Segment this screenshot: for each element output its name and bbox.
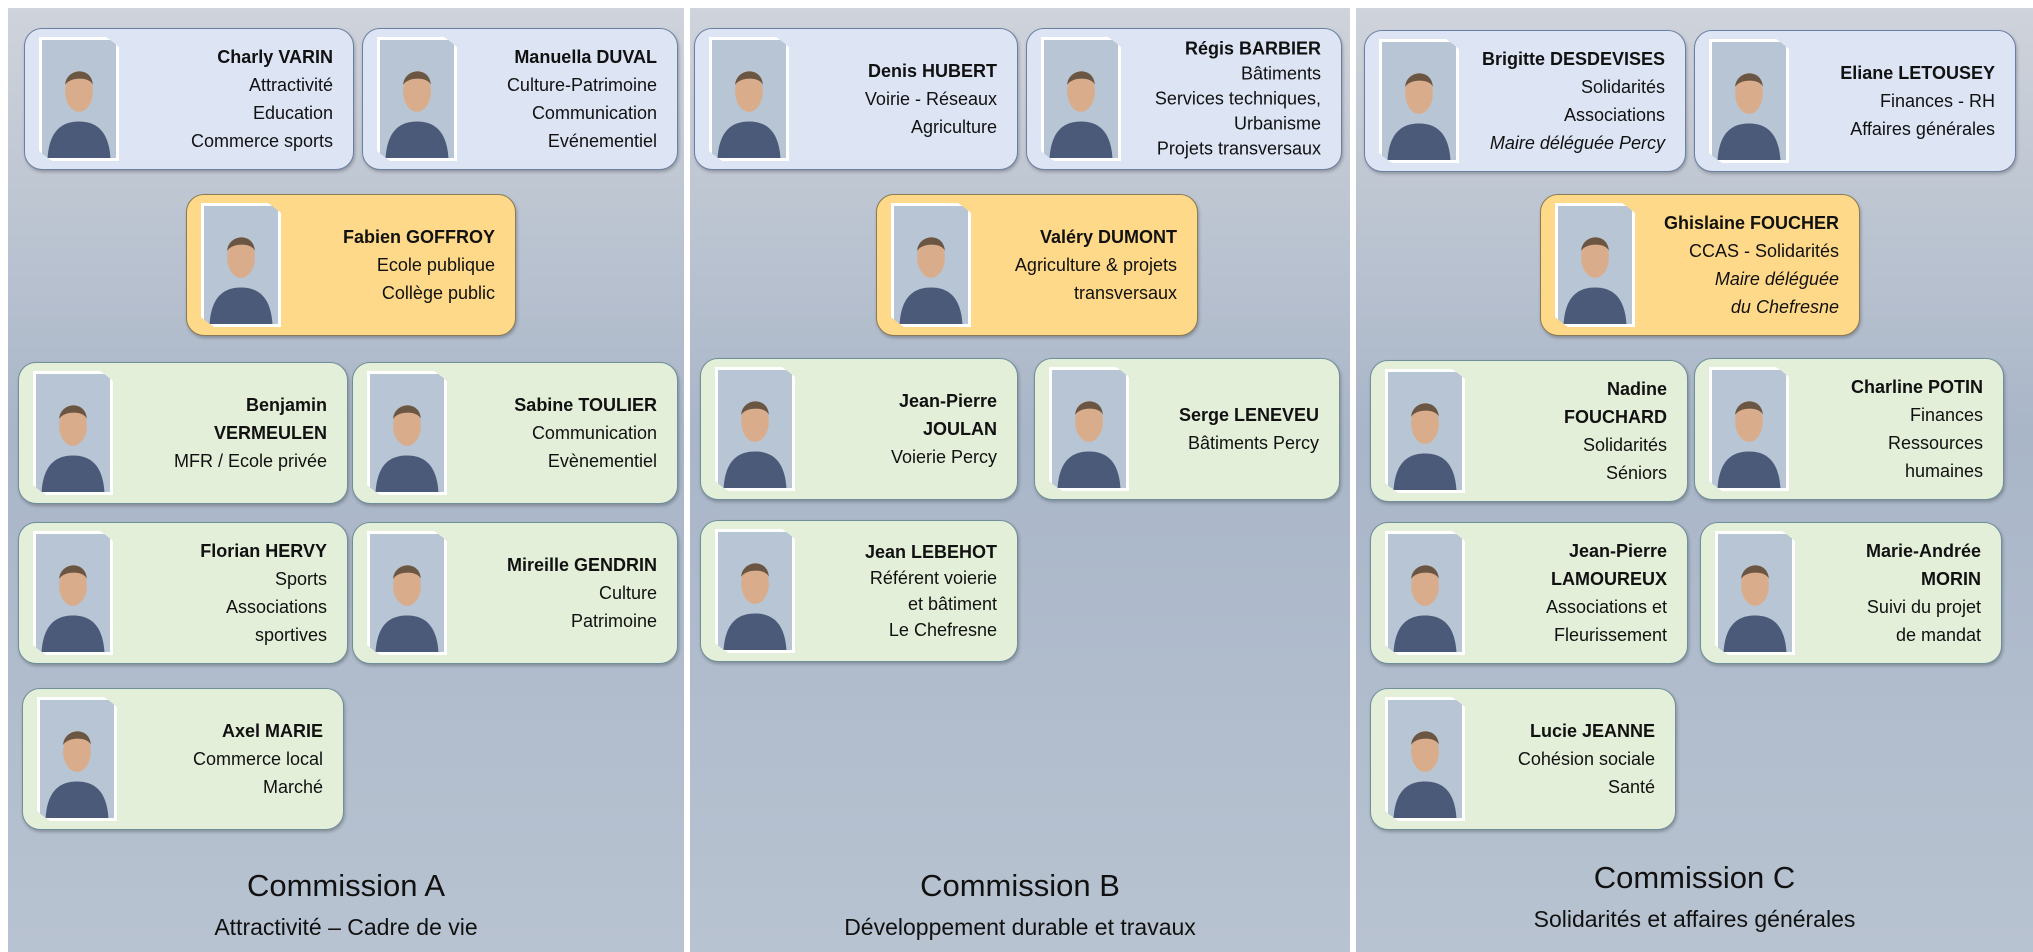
member-photo xyxy=(1041,37,1121,161)
commission-title: Commission A xyxy=(246,868,446,903)
member-text: Fabien GOFFROY Ecole publique Collège pu… xyxy=(342,227,495,303)
member-text: Axel MARIE Commerce local Marché xyxy=(192,721,323,797)
commission-title: Commission B xyxy=(920,868,1120,903)
member-photo xyxy=(1049,367,1129,491)
member-photo xyxy=(1379,39,1459,163)
member-photo xyxy=(1385,531,1465,655)
commission-subtitle: Attractivité – Cadre de vie xyxy=(214,914,478,940)
person-portrait-icon xyxy=(1388,700,1462,818)
person-portrait-icon xyxy=(380,40,454,158)
commission-subtitle: Solidarités et affaires générales xyxy=(1533,906,1856,932)
person-portrait-icon xyxy=(1712,42,1786,160)
member-card[interactable]: Serge LENEVEU Bâtiments Percy xyxy=(1034,358,1340,500)
member-card[interactable]: Sabine TOULIER Communication Evènementie… xyxy=(352,362,678,504)
member-text: Manuella DUVAL Culture-Patrimoine Commun… xyxy=(506,47,657,151)
person-portrait-icon xyxy=(1712,370,1786,488)
person-portrait-icon xyxy=(718,370,792,488)
person-portrait-icon xyxy=(36,534,110,652)
member-text: Lucie JEANNE Cohésion sociale Santé xyxy=(1517,721,1655,797)
member-card[interactable]: Marie-Andrée MORIN Suivi du projet de ma… xyxy=(1700,522,2002,664)
member-photo xyxy=(715,367,795,491)
member-photo xyxy=(367,371,447,495)
member-text: Jean-Pierre LAMOUREUX Associations et Fl… xyxy=(1545,541,1667,645)
member-photo xyxy=(1715,531,1795,655)
member-photo xyxy=(367,531,447,655)
member-card[interactable]: Brigitte DESDEVISES Solidarités Associat… xyxy=(1364,30,1686,172)
member-card[interactable]: Eliane LETOUSEY Finances - RH Affaires g… xyxy=(1694,30,2016,172)
member-text: Denis HUBERT Voirie - Réseaux Agricultur… xyxy=(864,61,997,137)
member-card[interactable]: Jean-Pierre JOULAN Voierie Percy xyxy=(700,358,1018,500)
member-photo xyxy=(1385,369,1465,493)
commission-b-panel: Denis HUBERT Voirie - Réseaux Agricultur… xyxy=(690,8,1350,952)
member-card[interactable]: Nadine FOUCHARD Solidarités Séniors xyxy=(1370,360,1688,502)
person-portrait-icon xyxy=(1388,372,1462,490)
member-card[interactable]: Florian HERVY Sports Associations sporti… xyxy=(18,522,348,664)
member-text: Marie-Andrée MORIN Suivi du projet de ma… xyxy=(1865,541,1981,645)
person-portrait-icon xyxy=(1382,42,1456,160)
person-portrait-icon xyxy=(718,532,792,650)
member-card[interactable]: Manuella DUVAL Culture-Patrimoine Commun… xyxy=(362,28,678,170)
member-text: Serge LENEVEU Bâtiments Percy xyxy=(1178,405,1319,453)
member-card[interactable]: Charline POTIN Finances Ressources humai… xyxy=(1694,358,2004,500)
member-text: Sabine TOULIER Communication Evènementie… xyxy=(514,395,657,471)
member-photo xyxy=(1555,203,1635,327)
member-card[interactable]: Axel MARIE Commerce local Marché xyxy=(22,688,344,830)
member-photo xyxy=(201,203,281,327)
member-text: Régis BARBIER Bâtiments Services techniq… xyxy=(1154,38,1321,159)
member-text: Florian HERVY Sports Associations sporti… xyxy=(200,541,327,645)
member-card-lead[interactable]: Fabien GOFFROY Ecole publique Collège pu… xyxy=(186,194,516,336)
member-card[interactable]: Denis HUBERT Voirie - Réseaux Agricultur… xyxy=(694,28,1018,170)
member-photo xyxy=(715,529,795,653)
person-portrait-icon xyxy=(1718,534,1792,652)
commission-c-panel: Brigitte DESDEVISES Solidarités Associat… xyxy=(1356,8,2033,952)
member-photo xyxy=(1709,39,1789,163)
person-portrait-icon xyxy=(1044,40,1118,158)
member-photo xyxy=(1385,697,1465,821)
person-portrait-icon xyxy=(1052,370,1126,488)
member-photo xyxy=(39,37,119,161)
member-photo xyxy=(1709,367,1789,491)
person-portrait-icon xyxy=(36,374,110,492)
person-portrait-icon xyxy=(370,374,444,492)
person-portrait-icon xyxy=(1558,206,1632,324)
person-portrait-icon xyxy=(712,40,786,158)
person-portrait-icon xyxy=(42,40,116,158)
member-photo xyxy=(709,37,789,161)
member-card-lead[interactable]: Valéry DUMONT Agriculture & projets tran… xyxy=(876,194,1198,336)
person-portrait-icon xyxy=(40,700,114,818)
person-portrait-icon xyxy=(370,534,444,652)
member-card-lead[interactable]: Ghislaine FOUCHER CCAS - Solidarités Mai… xyxy=(1540,194,1860,336)
member-card[interactable]: Jean-Pierre LAMOUREUX Associations et Fl… xyxy=(1370,522,1688,664)
member-photo xyxy=(33,371,113,495)
commission-title: Commission C xyxy=(1593,860,1796,895)
member-photo xyxy=(377,37,457,161)
member-card[interactable]: Benjamin VERMEULEN MFR / Ecole privée xyxy=(18,362,348,504)
member-text: Nadine FOUCHARD Solidarités Séniors xyxy=(1564,379,1667,483)
member-card[interactable]: Charly VARIN Attractivité Education Comm… xyxy=(24,28,354,170)
member-text: Brigitte DESDEVISES Solidarités Associat… xyxy=(1481,49,1665,153)
member-text: Jean LEBEHOT Référent voierie et bâtimen… xyxy=(864,542,997,640)
member-text: Charly VARIN Attractivité Education Comm… xyxy=(190,47,333,151)
commission-subtitle: Développement durable et travaux xyxy=(844,914,1196,940)
member-photo xyxy=(33,531,113,655)
member-text: Ghislaine FOUCHER CCAS - Solidarités Mai… xyxy=(1663,213,1839,317)
commission-a-panel: Charly VARIN Attractivité Education Comm… xyxy=(8,8,684,952)
person-portrait-icon xyxy=(894,206,968,324)
person-portrait-icon xyxy=(1388,534,1462,652)
member-text: Benjamin VERMEULEN MFR / Ecole privée xyxy=(173,395,327,471)
member-text: Jean-Pierre JOULAN Voierie Percy xyxy=(890,391,997,467)
member-photo xyxy=(37,697,117,821)
member-card[interactable]: Mireille GENDRIN Culture Patrimoine xyxy=(352,522,678,664)
member-text: Charline POTIN Finances Ressources humai… xyxy=(1850,377,1983,481)
person-portrait-icon xyxy=(204,206,278,324)
member-card[interactable]: Régis BARBIER Bâtiments Services techniq… xyxy=(1026,28,1342,170)
member-text: Valéry DUMONT Agriculture & projets tran… xyxy=(1014,227,1177,303)
member-card[interactable]: Jean LEBEHOT Référent voierie et bâtimen… xyxy=(700,520,1018,662)
member-card[interactable]: Lucie JEANNE Cohésion sociale Santé xyxy=(1370,688,1676,830)
member-text: Mireille GENDRIN Culture Patrimoine xyxy=(506,555,657,631)
member-text: Eliane LETOUSEY Finances - RH Affaires g… xyxy=(1840,63,1995,139)
member-photo xyxy=(891,203,971,327)
